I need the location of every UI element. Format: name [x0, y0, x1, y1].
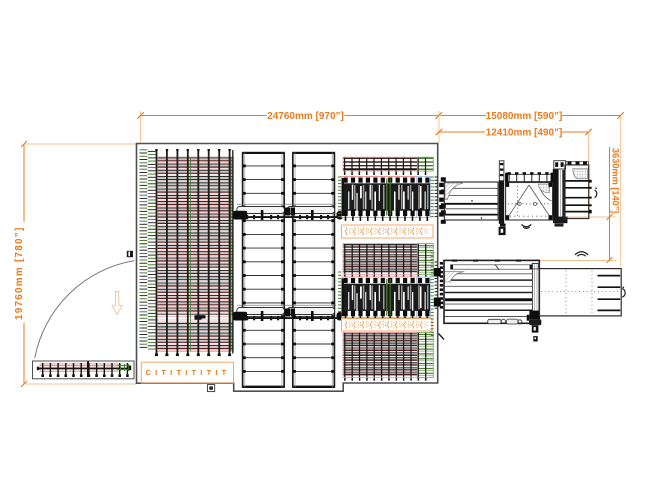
svg-text:24760mm [970”]: 24760mm [970”]	[267, 111, 344, 122]
svg-text:15080mm [590”]: 15080mm [590”]	[486, 111, 563, 122]
svg-text:19760mm [780”]: 19760mm [780”]	[14, 226, 25, 320]
svg-text:12410mm [490”]: 12410mm [490”]	[486, 128, 563, 139]
svg-text:3630mm [140”]: 3630mm [140”]	[611, 148, 621, 213]
svg-text:CITITITITIT: CITITITITIT	[146, 368, 231, 377]
